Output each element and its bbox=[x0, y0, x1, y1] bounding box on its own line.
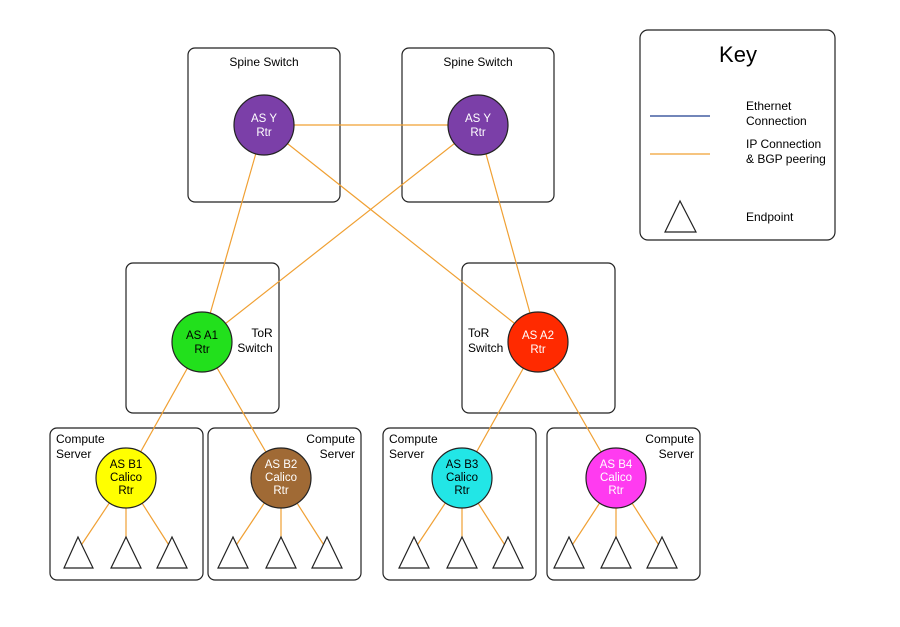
tor-router-a2 bbox=[507, 311, 569, 373]
spine-router-2-label-l1: AS Y bbox=[465, 113, 491, 125]
calico-router-b4-label-l1: AS B4 bbox=[600, 459, 633, 471]
endpoint-triangle bbox=[311, 535, 343, 569]
server-box-label-3-l1: Compute bbox=[389, 432, 438, 446]
tor-router-a1 bbox=[171, 311, 233, 373]
server-box-label-2-l1: Compute bbox=[306, 432, 355, 446]
spine-router-1-label-l2: Rtr bbox=[256, 127, 272, 139]
bgp-connections bbox=[77, 124, 663, 551]
tor-box-label-1-l1: ToR bbox=[251, 326, 273, 340]
endpoint-triangle bbox=[217, 535, 249, 569]
compute-server-box-3 bbox=[382, 427, 537, 581]
key-box bbox=[639, 29, 836, 241]
calico-router-b2 bbox=[250, 447, 312, 509]
tor-switch-box-1 bbox=[125, 262, 280, 414]
server-box-label-3-l2: Server bbox=[389, 447, 424, 461]
compute-server-box-1 bbox=[49, 427, 204, 581]
key-title: Key bbox=[719, 42, 757, 67]
calico-router-b4-label-l2: Calico bbox=[600, 472, 632, 484]
calico-router-b1 bbox=[95, 447, 157, 509]
bgp-link-spine2-a2 bbox=[477, 124, 539, 343]
tor-router-a2-label-l2: Rtr bbox=[530, 344, 546, 356]
key-ip-bgp-label-l2: & BGP peering bbox=[746, 152, 826, 166]
endpoint-triangle bbox=[265, 535, 297, 569]
server-box-label-1-l2: Server bbox=[56, 447, 91, 461]
calico-router-b3-label-l1: AS B3 bbox=[446, 459, 479, 471]
key-ethernet-label-l1: Ethernet bbox=[746, 99, 792, 113]
server-box-label-4-l2: Server bbox=[659, 447, 694, 461]
key-endpoint-triangle bbox=[664, 199, 697, 233]
endpoint-triangle bbox=[492, 535, 524, 569]
endpoint-triangle bbox=[156, 535, 188, 569]
tor-box-label-2-l2: Switch bbox=[468, 341, 503, 355]
calico-router-b4-label-l3: Rtr bbox=[608, 485, 624, 497]
spine-router-2 bbox=[447, 94, 509, 156]
tor-router-a1-label-l2: Rtr bbox=[194, 344, 210, 356]
endpoint-triangle bbox=[553, 535, 585, 569]
server-box-label-2-l2: Server bbox=[320, 447, 355, 461]
tor-box-label-1-l2: Switch bbox=[237, 341, 272, 355]
bgp-link-spine1-a2 bbox=[263, 124, 539, 343]
calico-router-b1-label-l3: Rtr bbox=[118, 485, 134, 497]
endpoint-triangle bbox=[446, 535, 478, 569]
key-ip-bgp-label-l1: IP Connection bbox=[746, 137, 821, 151]
server-box-label-1-l1: Compute bbox=[56, 432, 105, 446]
bgp-link-spine1-a1 bbox=[201, 124, 265, 343]
calico-router-b3-label-l3: Rtr bbox=[454, 485, 470, 497]
endpoint-triangle bbox=[600, 535, 632, 569]
tor-router-a2-label-l1: AS A2 bbox=[522, 330, 554, 342]
endpoint-triangle bbox=[646, 535, 678, 569]
spine-box-label-2: Spine Switch bbox=[443, 55, 512, 69]
endpoint-triangle bbox=[63, 535, 94, 569]
server-box-label-4-l1: Compute bbox=[645, 432, 694, 446]
compute-server-box-2 bbox=[207, 427, 362, 581]
tor-box-label-2-l1: ToR bbox=[468, 326, 490, 340]
calico-router-b1-label-l1: AS B1 bbox=[110, 459, 143, 471]
calico-router-b2-label-l3: Rtr bbox=[273, 485, 289, 497]
spine-box-label-1: Spine Switch bbox=[229, 55, 298, 69]
compute-server-box-4 bbox=[546, 427, 701, 581]
calico-router-b3 bbox=[431, 447, 493, 509]
calico-router-b4 bbox=[585, 447, 647, 509]
calico-router-b2-label-l1: AS B2 bbox=[265, 459, 298, 471]
tor-router-a1-label-l1: AS A1 bbox=[186, 330, 218, 342]
tor-switch-box-2 bbox=[461, 262, 616, 414]
spine-router-1 bbox=[233, 94, 295, 156]
spine-router-1-label-l1: AS Y bbox=[251, 113, 277, 125]
key-endpoint-label: Endpoint bbox=[746, 210, 794, 224]
spine-router-2-label-l2: Rtr bbox=[470, 127, 486, 139]
calico-router-b2-label-l2: Calico bbox=[265, 472, 297, 484]
endpoint-triangle bbox=[110, 535, 142, 569]
calico-router-b1-label-l2: Calico bbox=[110, 472, 142, 484]
endpoint-triangle bbox=[398, 535, 430, 569]
calico-router-b3-label-l2: Calico bbox=[446, 472, 478, 484]
bgp-link-spine2-a1 bbox=[201, 124, 479, 343]
endpoints bbox=[63, 535, 678, 569]
key-ethernet-label-l2: Connection bbox=[746, 114, 807, 128]
